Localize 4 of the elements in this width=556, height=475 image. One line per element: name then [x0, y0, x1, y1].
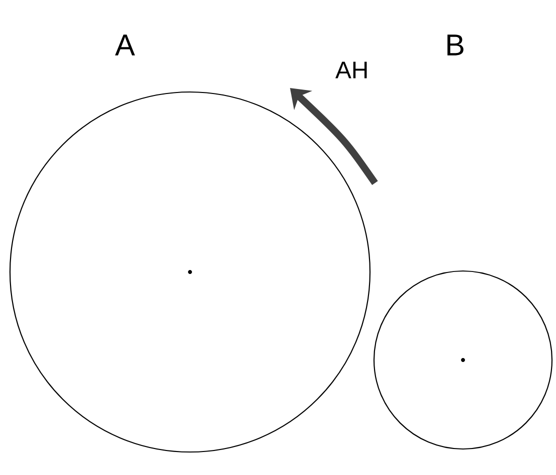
letter-label: B [447, 34, 464, 56]
gear-circle [9, 91, 371, 453]
letter-label: A [115, 34, 135, 56]
gear-circle [373, 270, 553, 450]
